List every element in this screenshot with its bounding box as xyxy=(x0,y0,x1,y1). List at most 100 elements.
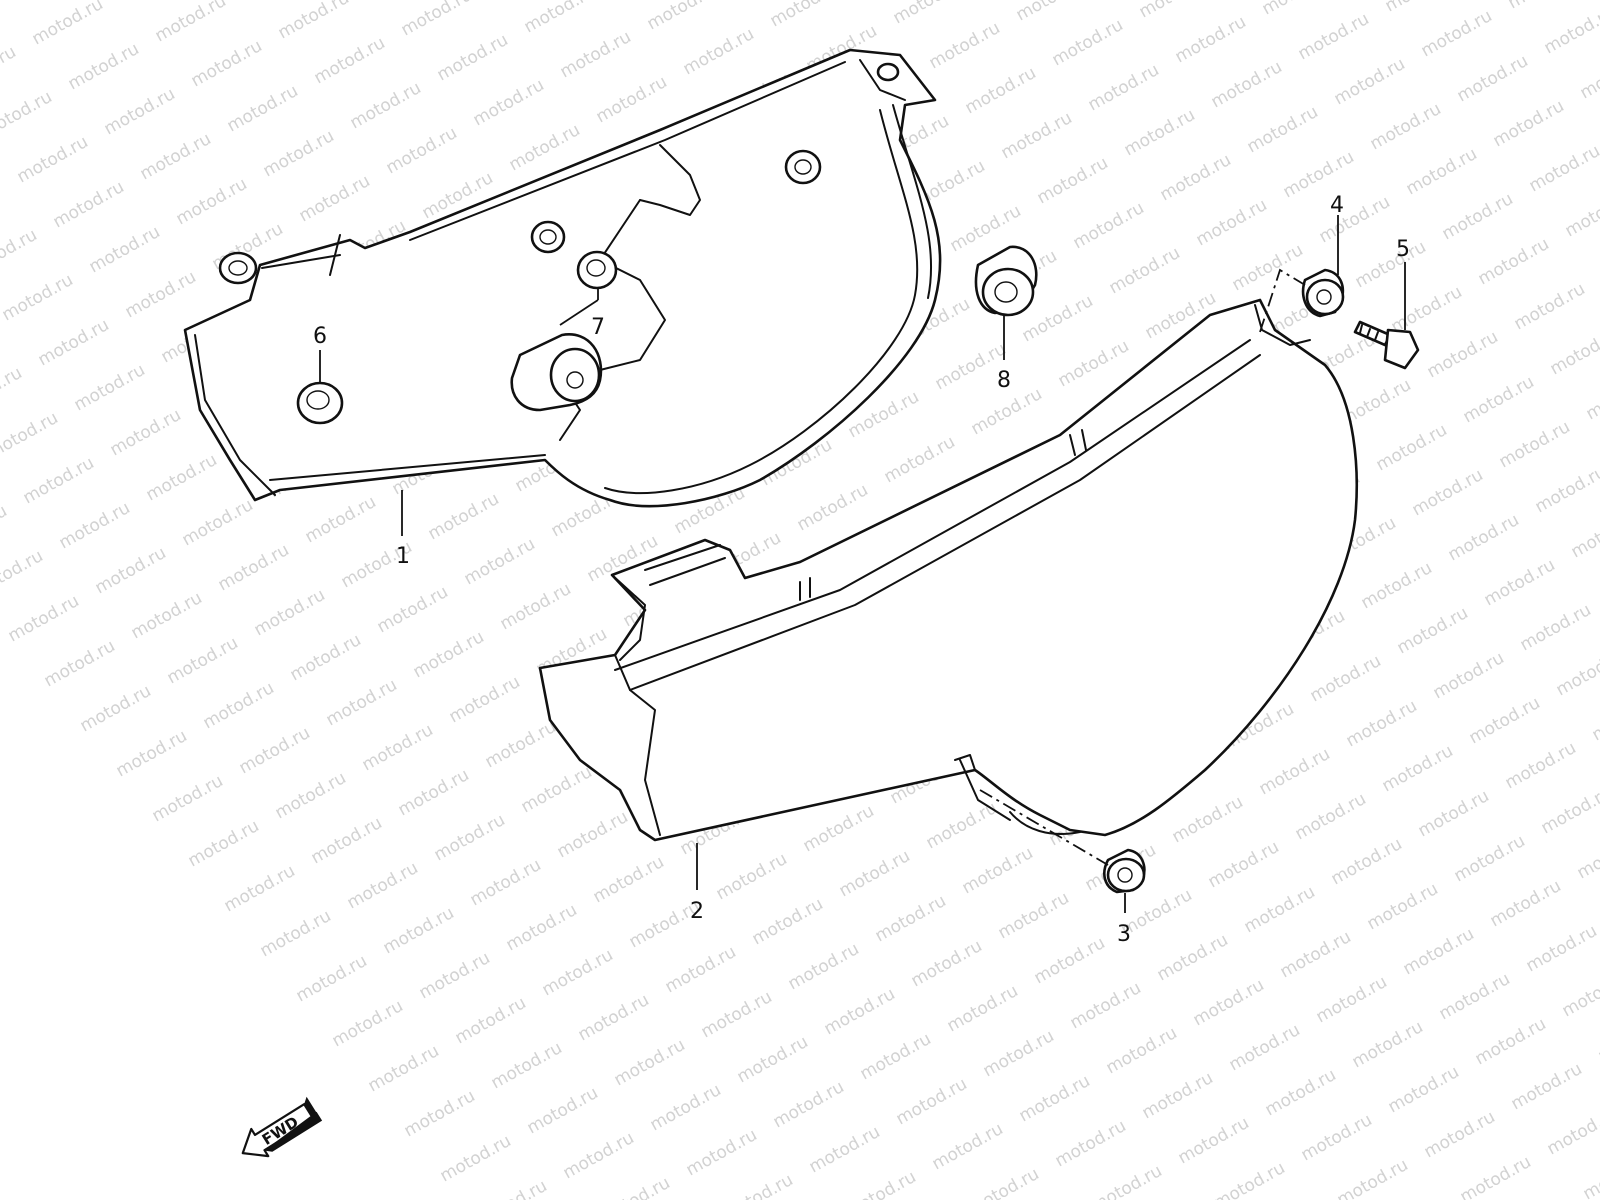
watermark-text: motod.ru xyxy=(965,1164,1043,1200)
watermark-text: motod.ru xyxy=(836,846,914,901)
watermark-text: motod.ru xyxy=(29,0,107,49)
watermark-text: motod.ru xyxy=(1295,9,1373,64)
watermark-text: motod.ru xyxy=(596,1173,674,1200)
watermark-text: motod.ru xyxy=(1067,978,1145,1033)
watermark-text: motod.ru xyxy=(929,1119,1007,1174)
watermark-text: motod.ru xyxy=(251,585,329,640)
watermark-text: motod.ru xyxy=(143,450,221,505)
watermark-text: motod.ru xyxy=(1229,240,1307,295)
watermark-text: motod.ru xyxy=(1226,1020,1304,1075)
watermark-text: motod.ru xyxy=(1526,141,1600,196)
watermark-text: motod.ru xyxy=(719,1170,797,1200)
watermark-text: motod.ru xyxy=(767,0,845,31)
watermark-text: motod.ru xyxy=(1349,1017,1427,1072)
watermark-text: motod.ru xyxy=(152,0,230,46)
watermark-text: motod.ru xyxy=(164,633,242,688)
watermark-text: motod.ru xyxy=(1343,696,1421,751)
watermark-text: motod.ru xyxy=(1373,420,1451,475)
watermark-text: motod.ru xyxy=(1331,54,1409,109)
watermark-text: motod.ru xyxy=(1460,372,1538,427)
watermark-text: motod.ru xyxy=(287,630,365,685)
watermark-text: motod.ru xyxy=(611,1035,689,1090)
watermark-text: motod.ru xyxy=(962,63,1040,118)
watermark-text: motod.ru xyxy=(1259,0,1337,19)
watermark-text: motod.ru xyxy=(644,0,722,34)
callout-part-1: 1 xyxy=(396,544,410,569)
cushion-nut-4 xyxy=(1301,268,1345,318)
watermark-text: motod.ru xyxy=(1517,600,1595,655)
watermark-text: motod.ru xyxy=(554,807,632,862)
watermark-text: motod.ru xyxy=(1106,243,1184,298)
watermark-text: motod.ru xyxy=(857,1029,935,1084)
watermark-text: motod.ru xyxy=(593,72,671,127)
watermark-text: motod.ru xyxy=(1547,324,1600,379)
watermark-text: motod.ru xyxy=(221,861,299,916)
watermark-text: motod.ru xyxy=(560,1128,638,1183)
watermark-text: motod.ru xyxy=(683,1125,761,1180)
watermark-text: motod.ru xyxy=(713,849,791,904)
watermark-text: motod.ru xyxy=(0,0,71,4)
watermark-text: motod.ru xyxy=(173,174,251,229)
watermark-text: motod.ru xyxy=(1457,1152,1535,1200)
watermark-text: motod.ru xyxy=(1070,198,1148,253)
watermark-text: motod.ru xyxy=(749,894,827,949)
watermark-text: motod.ru xyxy=(401,1086,479,1141)
watermark-text: motod.ru xyxy=(842,1167,920,1200)
watermark-text: motod.ru xyxy=(1466,693,1544,748)
watermark-text: motod.ru xyxy=(1154,930,1232,985)
frame-cover-left xyxy=(183,48,942,508)
watermark-text: motod.ru xyxy=(1382,0,1460,16)
watermark-text: motod.ru xyxy=(1424,327,1502,382)
watermark-text: motod.ru xyxy=(308,813,386,868)
watermark-text: motod.ru xyxy=(1532,462,1600,517)
watermark-text: motod.ru xyxy=(821,984,899,1039)
watermark-text: motod.ru xyxy=(1523,921,1600,976)
watermark-text: motod.ru xyxy=(1502,738,1580,793)
watermark-text: motod.ru xyxy=(998,108,1076,163)
watermark-text: motod.ru xyxy=(461,534,539,589)
watermark-text: motod.ru xyxy=(1490,96,1568,151)
watermark-text: motod.ru xyxy=(1580,1149,1600,1200)
watermark-text: motod.ru xyxy=(347,78,425,133)
watermark-text: motod.ru xyxy=(0,546,47,601)
watermark-text: motod.ru xyxy=(452,993,530,1048)
watermark-text: motod.ru xyxy=(1454,51,1532,106)
watermark-text: motod.ru xyxy=(137,129,215,184)
screw-5 xyxy=(1353,320,1420,370)
watermark-text: motod.ru xyxy=(1328,834,1406,889)
watermark-text: motod.ru xyxy=(1487,876,1565,931)
watermark-text: motod.ru xyxy=(1172,12,1250,67)
watermark-text: motod.ru xyxy=(431,810,509,865)
watermark-text: motod.ru xyxy=(20,453,98,508)
watermark-text: motod.ru xyxy=(410,627,488,682)
callout-part-3: 3 xyxy=(1117,922,1131,947)
watermark-text: motod.ru xyxy=(323,675,401,730)
watermark-text: motod.ru xyxy=(311,33,389,88)
watermark-text: motod.ru xyxy=(734,1032,812,1087)
watermark-text: motod.ru xyxy=(1016,1071,1094,1126)
watermark-text: motod.ru xyxy=(1190,975,1268,1030)
watermark-text: motod.ru xyxy=(122,267,200,322)
watermark-text: motod.ru xyxy=(398,0,476,40)
watermark-text: motod.ru xyxy=(647,1080,725,1135)
watermark-text: motod.ru xyxy=(200,678,278,733)
watermark-text: motod.ru xyxy=(0,87,56,142)
cushion-nut-3 xyxy=(1103,848,1146,894)
watermark-text: motod.ru xyxy=(1559,966,1600,1021)
watermark-text: motod.ru xyxy=(374,582,452,637)
watermark-text: motod.ru xyxy=(437,1131,515,1186)
watermark-text: motod.ru xyxy=(1445,510,1523,565)
watermark-text: motod.ru xyxy=(575,990,653,1045)
watermark-text: motod.ru xyxy=(1583,369,1600,424)
watermark-text: motod.ru xyxy=(1589,690,1600,745)
watermark-text: motod.ru xyxy=(1280,147,1358,202)
watermark-text: motod.ru xyxy=(236,723,314,778)
watermark-text: motod.ru xyxy=(1139,1068,1217,1123)
watermark-text: motod.ru xyxy=(0,501,11,556)
watermark-text: motod.ru xyxy=(77,681,155,736)
watermark-text: motod.ru xyxy=(86,222,164,277)
watermark-text: motod.ru xyxy=(71,360,149,415)
watermark-text: motod.ru xyxy=(1475,234,1553,289)
watermark-text: motod.ru xyxy=(275,0,353,43)
